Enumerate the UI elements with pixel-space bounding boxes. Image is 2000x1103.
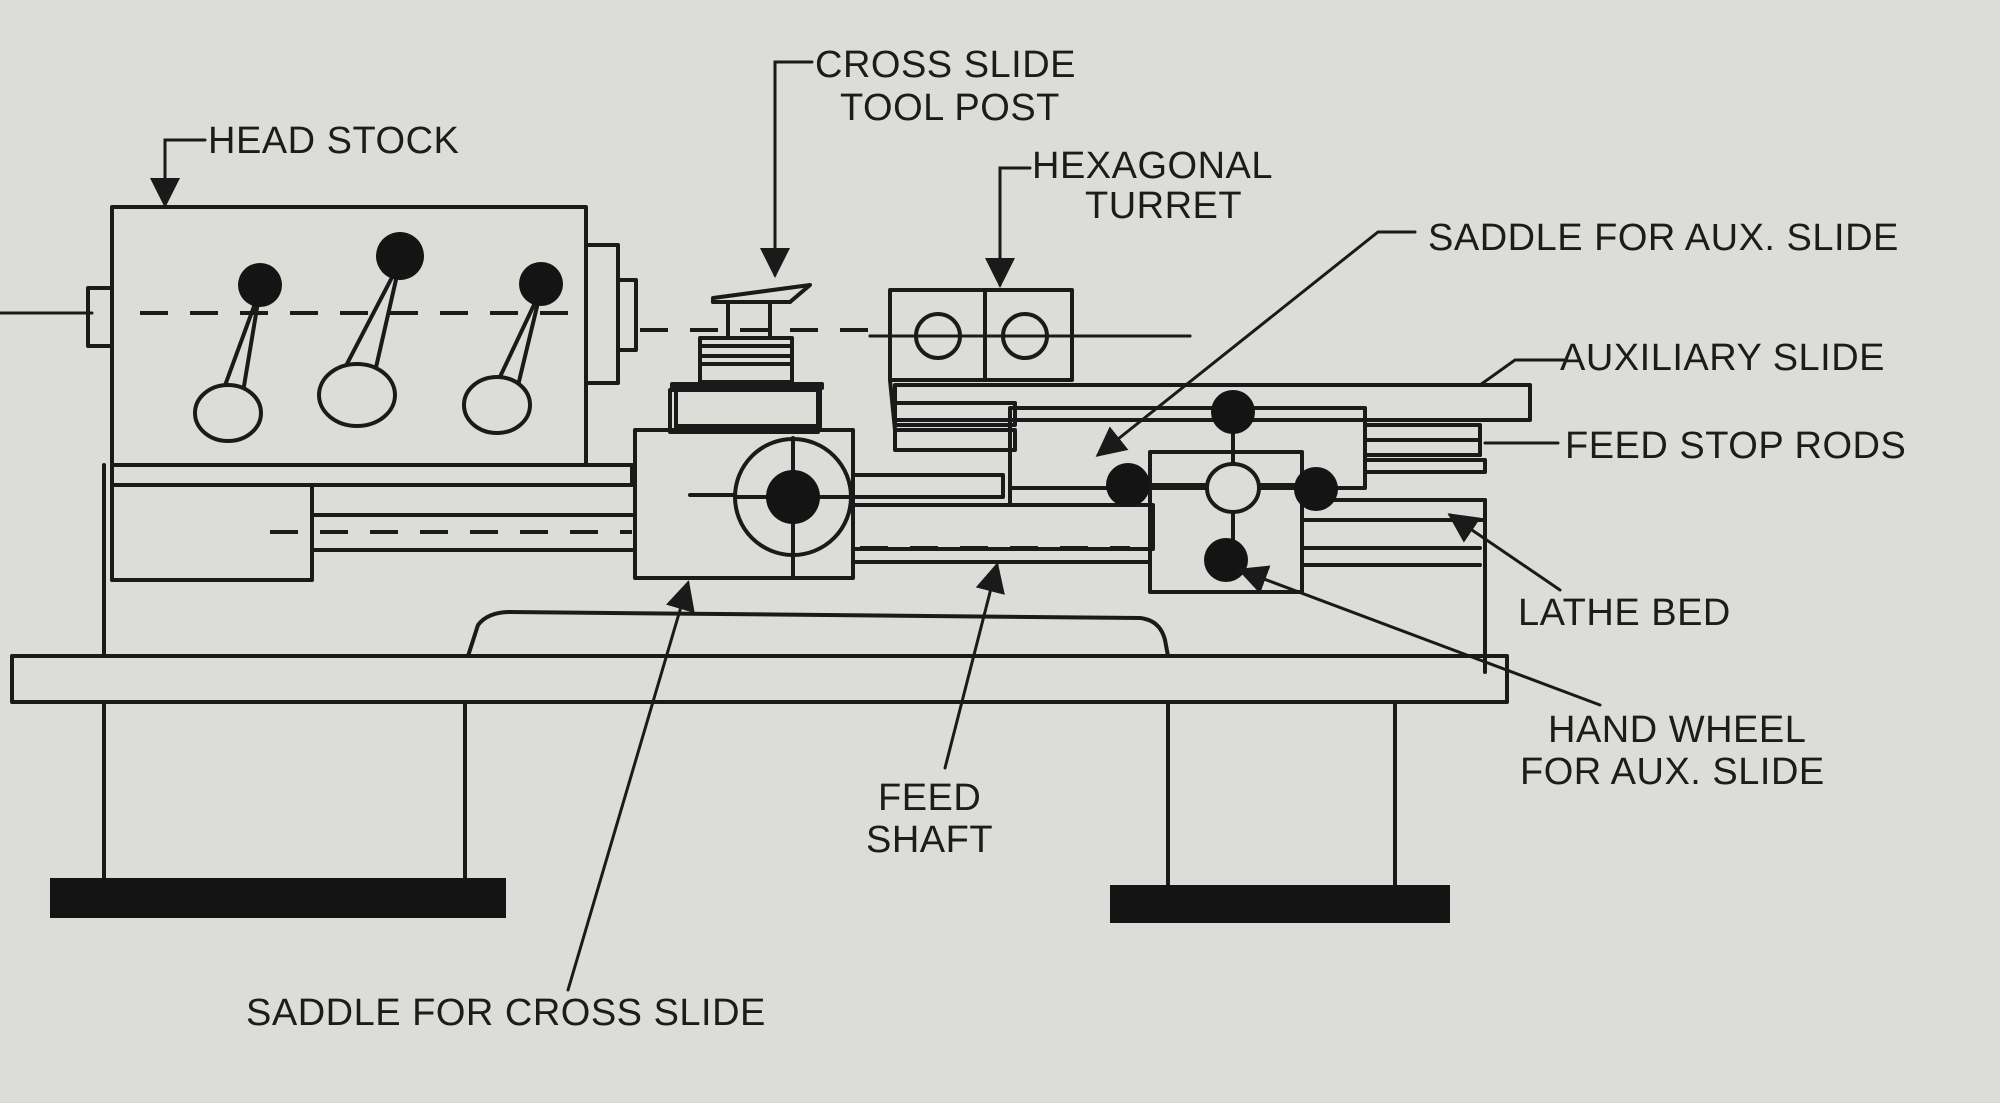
- label-feed-stop-rods: FEED STOP RODS: [1565, 425, 1906, 467]
- label-saddle-cross-slide: SADDLE FOR CROSS SLIDE: [246, 992, 766, 1034]
- lathe-bed: [10, 610, 1509, 704]
- label-hand-wheel: HAND WHEEL: [1548, 709, 1806, 751]
- label-tool-post: TOOL POST: [840, 87, 1060, 129]
- right-legs: [1110, 700, 1450, 923]
- labels: HEAD STOCK CROSS SLIDE TOOL POST HEXAGON…: [208, 44, 1906, 1034]
- feed-shaft: [851, 473, 1155, 564]
- cross-slide-tool-post: [640, 283, 870, 434]
- head-stock: [0, 205, 638, 658]
- label-auxiliary-slide: AUXILIARY SLIDE: [1560, 337, 1885, 379]
- saddle-for-cross-slide: [633, 428, 855, 580]
- head-stock-levers: [193, 232, 563, 443]
- hand-wheel-for-aux-slide: [1106, 390, 1338, 582]
- saddle-for-aux-slide: [1128, 418, 1487, 674]
- hexagonal-turret: [868, 288, 1192, 382]
- label-hexagonal: HEXAGONAL: [1032, 145, 1273, 187]
- label-feed: FEED: [878, 777, 981, 819]
- label-saddle-aux-slide: SADDLE FOR AUX. SLIDE: [1428, 217, 1899, 259]
- label-cross-slide: CROSS SLIDE: [815, 44, 1076, 86]
- label-lathe-bed: LATHE BED: [1518, 592, 1731, 634]
- leader-lines: [150, 60, 1602, 992]
- label-turret: TURRET: [1085, 185, 1242, 227]
- label-head-stock: HEAD STOCK: [208, 120, 459, 162]
- feed-stop-rods: [1363, 423, 1487, 474]
- label-for-aux-slide: FOR AUX. SLIDE: [1520, 751, 1825, 793]
- left-legs: [50, 700, 506, 918]
- label-shaft: SHAFT: [866, 819, 993, 861]
